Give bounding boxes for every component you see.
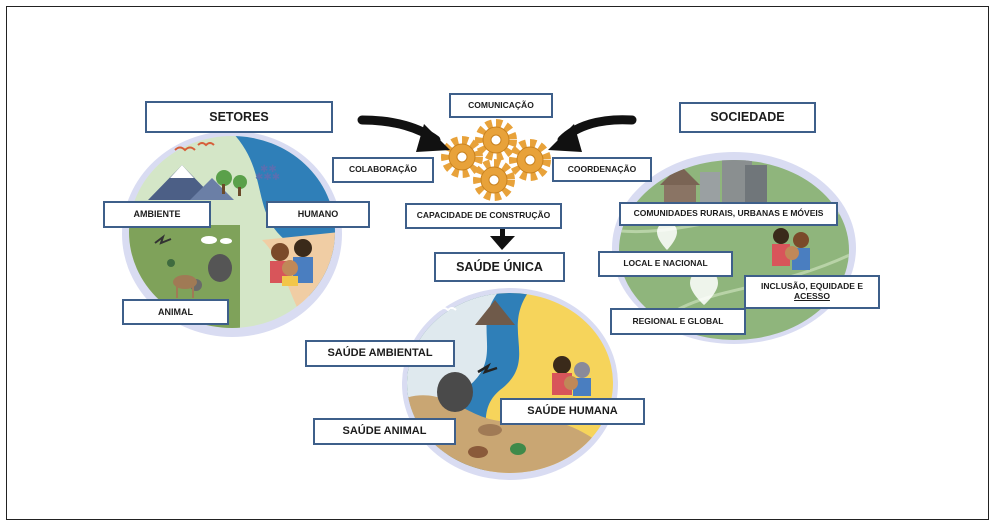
one-health-title: SAÚDE ÚNICA <box>434 252 565 282</box>
capacity-building-label: CAPACIDADE DE CONSTRUÇÃO <box>405 203 562 229</box>
gears-cluster <box>441 119 551 201</box>
inclusion-equity-access-label: INCLUSÃO, EQUIDADE E ACESSO <box>744 275 880 309</box>
arrow-right-to-gears <box>548 115 637 152</box>
environmental-health-label: SAÚDE AMBIENTAL <box>305 340 455 367</box>
human-label: HUMANO <box>266 201 370 228</box>
society-title: SOCIEDADE <box>679 102 816 133</box>
sectors-title: SETORES <box>145 101 333 133</box>
arrow-left-to-gears <box>357 115 450 152</box>
human-health-label: SAÚDE HUMANA <box>500 398 645 425</box>
one-health-globe <box>402 288 618 480</box>
local-national-label: LOCAL E NACIONAL <box>598 251 733 277</box>
inclusion-line-1: INCLUSÃO, EQUIDADE E <box>760 281 863 292</box>
svg-text:✱✱✱: ✱✱✱ <box>255 172 280 183</box>
collaboration-label: COLABORAÇÃO <box>332 157 434 183</box>
communities-label: COMUNIDADES RURAIS, URBANAS E MÓVEIS <box>619 202 838 226</box>
svg-text:✱✱: ✱✱ <box>260 164 277 175</box>
inclusion-line-2: ACESSO <box>794 291 830 301</box>
animal-health-label: SAÚDE ANIMAL <box>313 418 456 445</box>
arrow-down-to-one-health <box>490 228 515 250</box>
environment-label: AMBIENTE <box>103 201 211 228</box>
communication-label: COMUNICAÇÃO <box>449 93 553 118</box>
regional-global-label: REGIONAL E GLOBAL <box>610 308 746 335</box>
animal-label: ANIMAL <box>122 299 229 325</box>
coordination-label: COORDENAÇÃO <box>552 157 652 182</box>
